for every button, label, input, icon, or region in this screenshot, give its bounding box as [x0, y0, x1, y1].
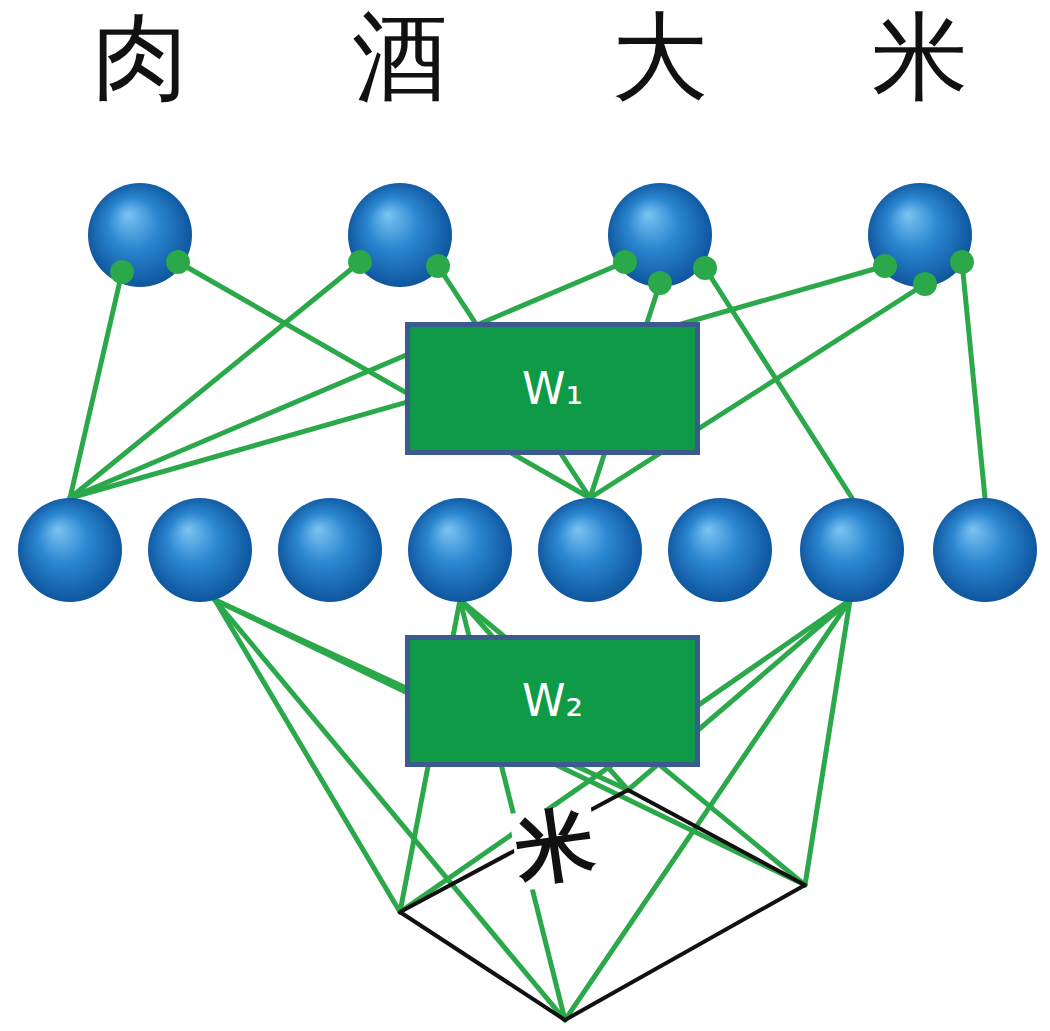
neuron-ball	[868, 183, 972, 287]
weight-label: W₂	[522, 679, 583, 723]
synapse-dot	[873, 254, 897, 278]
connection-lines	[70, 262, 985, 1020]
neuron-ball	[88, 183, 192, 287]
weight-line	[705, 268, 852, 498]
synapse-dot	[613, 250, 637, 274]
image-patch	[400, 785, 805, 1020]
hidden-neuron	[148, 498, 252, 602]
class-label: 酒	[352, 10, 448, 106]
class-label: 肉	[92, 10, 188, 106]
hidden-neuron	[408, 498, 512, 602]
hidden-neuron	[538, 498, 642, 602]
weight-line	[400, 600, 850, 912]
synapse-dot	[110, 260, 134, 284]
synapse-dot	[166, 250, 190, 274]
neuron-ball	[868, 183, 972, 287]
class-label: 大	[612, 10, 708, 106]
weight-label: W₁	[522, 367, 583, 411]
synapse-dot	[426, 254, 450, 278]
neuron-ball	[348, 183, 452, 287]
hidden-neuron	[668, 498, 772, 602]
neuron-ball	[88, 183, 192, 287]
synapse-dot	[950, 250, 974, 274]
synapse-dot	[693, 256, 717, 280]
weight-line	[70, 266, 885, 498]
output-neuron: 酒	[348, 183, 452, 287]
neuron-ball	[348, 183, 452, 287]
weight-line	[805, 600, 850, 885]
weight-box: W₁	[405, 322, 700, 455]
weight-line	[962, 262, 985, 498]
output-neuron: 大	[608, 183, 712, 287]
weight-line	[215, 600, 805, 885]
weight-line	[70, 262, 360, 498]
synapse-dot	[913, 272, 937, 296]
weight-box: W₂	[405, 635, 700, 767]
hidden-neuron	[933, 498, 1037, 602]
input-character: 米	[509, 803, 601, 892]
hidden-neuron	[18, 498, 122, 602]
hidden-neuron	[800, 498, 904, 602]
hidden-neuron	[278, 498, 382, 602]
hidden-layer	[18, 498, 1037, 602]
input-image: 米	[400, 785, 805, 1020]
synapse-dot	[648, 271, 672, 295]
neuron-ball	[608, 183, 712, 287]
output-neuron: 米	[868, 183, 972, 287]
output-neuron: 肉	[88, 183, 192, 287]
class-label: 米	[872, 10, 968, 106]
weight-line	[178, 262, 590, 498]
neuron-ball	[608, 183, 712, 287]
image-outline	[400, 790, 805, 1020]
weight-line	[70, 262, 625, 498]
synapse-dot	[348, 250, 372, 274]
